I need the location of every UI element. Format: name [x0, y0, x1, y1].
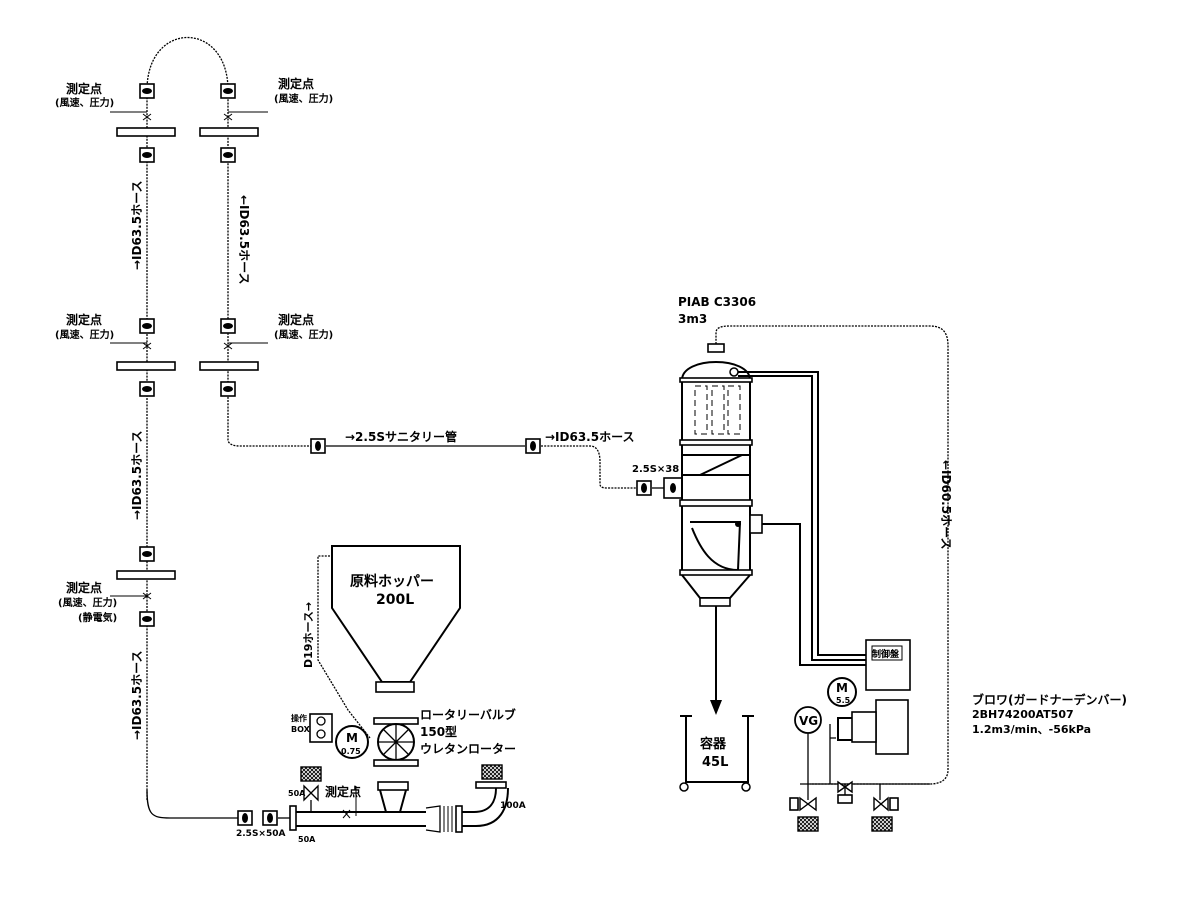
size-50a-bottom: 50A [298, 835, 316, 844]
bottom-line: 測定点 100A 50A 50A 2.5S×50A [236, 764, 526, 844]
hose-label-left-lower: →ID63.5ホース [130, 651, 144, 741]
operation-box: 操作 BOX [291, 713, 333, 743]
measurement-markers [110, 111, 268, 600]
measurement-detail: (風速、圧力) [274, 92, 333, 105]
vacuum-lines [738, 371, 866, 666]
discharge-arrow [710, 606, 722, 715]
motor-symbol: M [836, 681, 848, 695]
valve-motor: M 0.75 [335, 725, 369, 759]
op-box-line2: BOX [291, 725, 311, 734]
sanitary-pipe-label: →2.5Sサニタリー管 [345, 429, 457, 444]
measurement-title: 測定点 [66, 312, 102, 327]
size-100a: 100A [500, 801, 526, 811]
rotary-valve-line1: ロータリーバルブ [420, 707, 516, 722]
measurement-title: 測定点 [278, 76, 314, 91]
receiver-model: PIAB C3306 [678, 295, 756, 309]
receiver-hose-label: →ID63.5ホース [545, 430, 635, 444]
bottom-measure-label: 測定点 [325, 784, 361, 799]
measurement-point-4: 測定点 (風速、圧力) [274, 312, 333, 341]
hopper-volume: 200L [376, 592, 414, 608]
measurement-title: 測定点 [66, 580, 102, 595]
rotary-valve-line3: ウレタンローター [420, 742, 516, 756]
d19-label: D19ホース→ [302, 602, 315, 668]
measurement-detail: (風速、圧力) [55, 328, 114, 341]
reducer-label-right: 2.5S×38 [632, 464, 679, 475]
raw-material-hopper: 原料ホッパー 200L [331, 545, 461, 693]
op-box-line1: 操作 [291, 713, 307, 723]
measurement-title: 測定点 [66, 81, 102, 96]
reducer-label-bottom: 2.5S×50A [236, 829, 285, 839]
flange-plates [116, 127, 259, 580]
measurement-detail: (風速、圧力) [274, 328, 333, 341]
blower-spec: 1.2m3/min、-56kPa [972, 723, 1091, 736]
d19-hose: D19ホース→ [302, 555, 371, 739]
hopper-name: 原料ホッパー [350, 573, 434, 590]
hose-label-left-upper: →ID63.5ホース [130, 181, 144, 271]
container: 容器 45L [679, 715, 754, 792]
measurement-detail: (風速、圧力) [58, 596, 117, 609]
receiver-volume: 3m3 [678, 312, 707, 326]
return-hose: ←ID60.5ホース [715, 325, 953, 785]
blower: VG ブロワ(ガードナーデンバー) 2BH74200AT507 1.2m3/mi… [794, 692, 1127, 800]
sanitary-pipe: →2.5Sサニタリー管 →ID63.5ホース 2.5S×38 [326, 429, 683, 499]
measurement-title: 測定点 [278, 312, 314, 327]
motor-symbol: M [346, 731, 358, 745]
receiver-piab: PIAB C3306 3m3 [678, 295, 763, 607]
measurement-point-3: 測定点 (風速、圧力) [55, 312, 114, 341]
rotary-valve: ロータリーバルブ 150型 ウレタンローター [373, 707, 516, 767]
measurement-point-2: 測定点 (風速、圧力) [274, 76, 333, 105]
measurement-point-1: 測定点 (風速、圧力) [55, 81, 114, 109]
motor-rating: 0.75 [341, 747, 361, 756]
motor-rating: 5.5 [836, 696, 851, 705]
size-50a-top: 50A [288, 789, 306, 798]
control-panel-label: 制御盤 [872, 648, 900, 660]
measurement-extra: (静電気) [78, 611, 117, 624]
blower-valves [789, 780, 930, 832]
hose-label-right-upper: ←ID63.5ホース [237, 195, 251, 285]
measurement-point-5: 測定点 (風速、圧力) (静電気) [58, 580, 117, 624]
measurement-detail: (風速、圧力) [55, 96, 114, 109]
container-name: 容器 [699, 736, 727, 752]
blower-title: ブロワ(ガードナーデンバー) [972, 692, 1127, 707]
blower-motor: M 5.5 [827, 677, 857, 707]
rotary-valve-line2: 150型 [420, 724, 457, 739]
return-hose-label: ←ID60.5ホース [939, 460, 953, 550]
conveying-hose-loop [146, 37, 318, 819]
vg-label: VG [799, 714, 818, 728]
control-panel: 制御盤 [865, 639, 911, 691]
blower-model: 2BH74200AT507 [972, 708, 1074, 721]
container-volume: 45L [702, 755, 728, 770]
hose-label-left-middle: →ID63.5ホース [130, 431, 144, 521]
